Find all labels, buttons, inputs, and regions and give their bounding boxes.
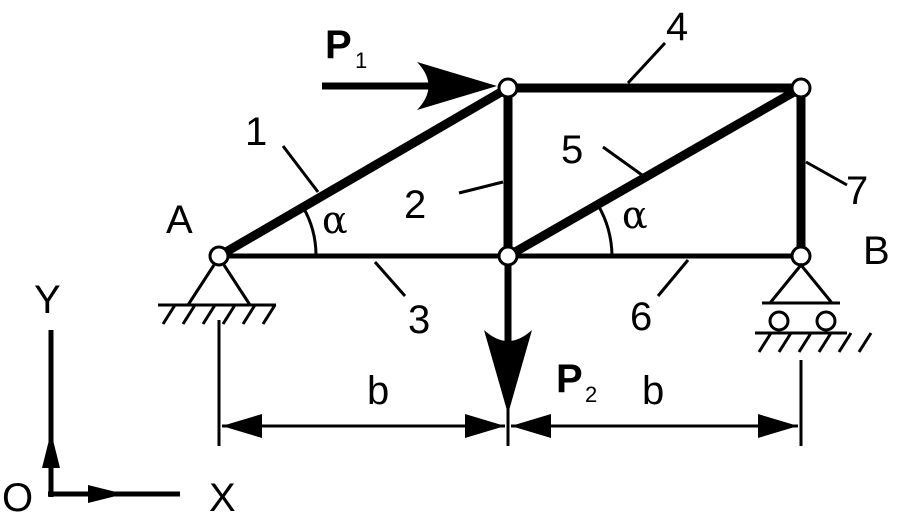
member-leaders: [281, 41, 848, 297]
leader-2: [458, 180, 504, 195]
support-b: [755, 262, 873, 353]
support-a: [158, 264, 277, 325]
axis-label-origin: O: [2, 476, 33, 519]
member-label-2: 2: [404, 183, 426, 227]
member-label-5: 5: [561, 128, 583, 172]
joint-b: [790, 245, 812, 267]
angle-label-left: α: [322, 198, 348, 242]
p1-subscript: 1: [355, 48, 367, 73]
leader-3: [373, 261, 407, 297]
support-label-b: B: [863, 229, 890, 273]
roller-right: [815, 310, 837, 332]
dimensions: [217, 320, 803, 446]
angle-label-right: α: [622, 193, 648, 237]
load-p1-arrow: [322, 62, 497, 110]
dimension-label-right: b: [642, 369, 664, 413]
truss-members: [214, 83, 806, 261]
joint-top-right: [790, 77, 812, 99]
member-1: [214, 83, 513, 261]
leader-1: [281, 145, 320, 193]
member-label-3: 3: [408, 298, 430, 342]
support-a-hatch: [161, 304, 277, 325]
p2-subscript: 2: [585, 382, 597, 407]
joint-bottom-middle: [497, 245, 519, 267]
joint-a: [208, 245, 230, 267]
member-label-6: 6: [630, 295, 652, 339]
p1-symbol: P: [325, 23, 352, 67]
dimension-label-left: b: [367, 369, 389, 413]
angle-arc-left: [301, 206, 318, 257]
leader-4: [626, 41, 667, 85]
axis-y-arrowhead: [42, 432, 60, 468]
joints: [208, 77, 812, 267]
member-label-1: 1: [245, 110, 267, 154]
member-5: [503, 83, 806, 261]
member-label-4: 4: [666, 5, 688, 49]
member-label-7: 7: [846, 169, 868, 213]
axis-label-y: Y: [34, 278, 61, 322]
angle-arc-right: [596, 204, 614, 257]
leader-5: [602, 145, 643, 177]
leader-7: [805, 160, 848, 187]
roller-left: [768, 310, 790, 332]
support-b-hatch: [757, 332, 873, 353]
dimension-arrowheads: [222, 414, 798, 438]
leader-6: [656, 259, 690, 297]
joint-top-middle: [497, 77, 519, 99]
load-p2-arrow: [484, 256, 532, 414]
p2-symbol: P: [556, 357, 583, 401]
axis-label-x: X: [209, 476, 236, 519]
axis-x-arrowhead: [88, 485, 124, 503]
support-label-a: A: [166, 198, 193, 242]
coordinate-axes: [48, 330, 180, 497]
